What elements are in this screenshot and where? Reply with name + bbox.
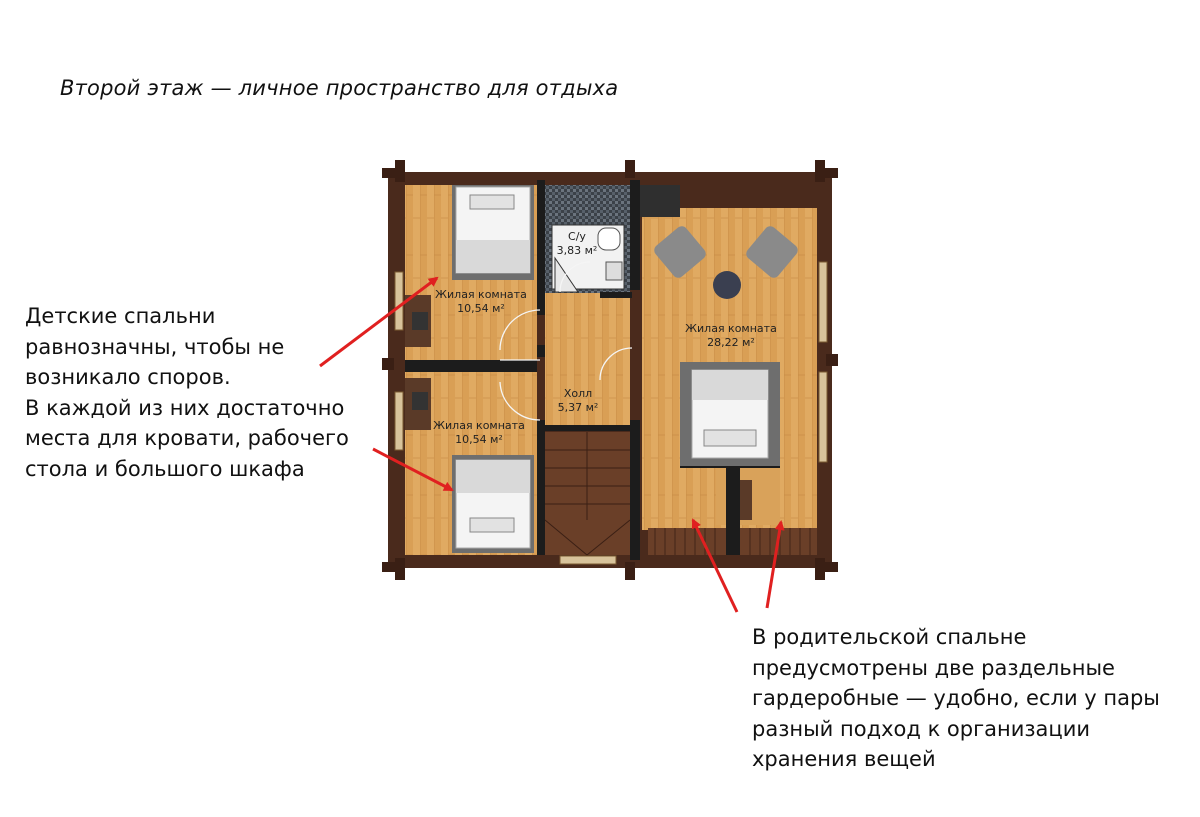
toilet (597, 227, 621, 251)
note-line: В родительской спальне (752, 625, 1027, 649)
kids-room-1-area: 10,54 м² (457, 302, 505, 315)
kids-room-2-name: Жилая комната (433, 419, 525, 432)
note-line: гардеробные — удобно, если у пары (752, 686, 1160, 710)
kids-rooms-note: Детские спальни равнозначны, чтобы не во… (25, 301, 349, 484)
desk-kids-2 (405, 378, 431, 430)
arrow-to-kids-room-1 (319, 276, 439, 368)
bathroom-name: С/у (568, 230, 586, 243)
master-room-area: 28,22 м² (707, 336, 755, 349)
note-line: стола и большого шкафа (25, 456, 305, 481)
arrow-to-kids-room-2 (372, 447, 454, 492)
page-title: Второй этаж — личное пространство для от… (60, 76, 619, 100)
note-line: возникало споров. (25, 365, 231, 389)
master-room-name: Жилая комната (685, 322, 777, 335)
note-line: равнозначны, чтобы не (25, 334, 285, 359)
note-line: места для кровати, рабочего (25, 426, 349, 450)
coffee-table (713, 271, 741, 299)
master-bedroom-note: В родительской спальне предусмотрены две… (752, 622, 1160, 775)
hall-name: Холл (564, 387, 592, 400)
arrow-to-dressing-room-right (765, 520, 785, 609)
hall-area: 5,37 м² (558, 401, 599, 414)
bed-kids-1 (452, 185, 534, 280)
note-line: предусмотрены две раздельные (752, 655, 1115, 680)
dressing-room-left (648, 528, 726, 555)
note-line: разный подход к организации (752, 716, 1091, 741)
armchair-left (654, 226, 706, 278)
note-line: Детские спальни (25, 304, 216, 328)
desk-kids-1 (405, 295, 431, 347)
arrow-to-dressing-room-left (691, 518, 739, 613)
bathroom-area: 3,83 м² (557, 244, 598, 257)
bed-master (680, 362, 780, 466)
desk-master (740, 480, 752, 520)
armchair-right (746, 226, 798, 278)
sink (605, 261, 623, 281)
hall-floor (545, 290, 630, 425)
note-line: В каждой из них достаточно (25, 395, 345, 420)
kids-room-1-name: Жилая комната (435, 288, 527, 301)
kids-room-2-area: 10,54 м² (455, 433, 503, 446)
bed-kids-2 (452, 455, 534, 553)
note-line: хранения вещей (752, 747, 936, 771)
